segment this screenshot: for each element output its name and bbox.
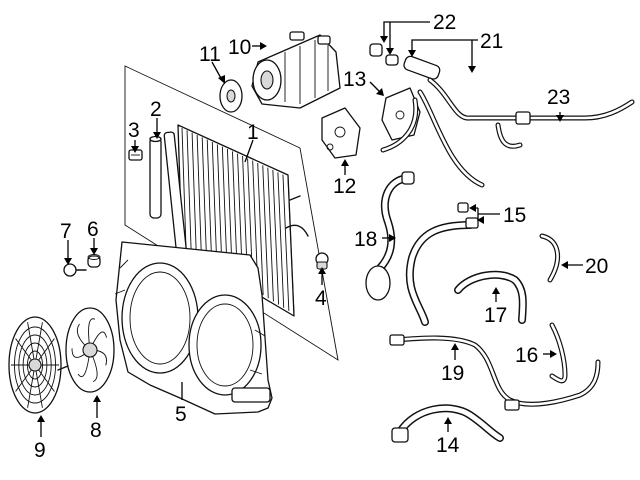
ac-line-23: [380, 77, 635, 188]
condenser-fin: [267, 167, 274, 302]
condenser-fin: [282, 174, 290, 311]
leader-lines: [37, 21, 583, 437]
ac-line-19: [389, 334, 601, 411]
callout-10: 10: [228, 36, 251, 59]
condenser-fin: [211, 141, 218, 267]
callout-15: 15: [503, 204, 526, 227]
ac-hose-17: [454, 270, 527, 324]
condenser-fin: [181, 127, 187, 249]
callout-9: 9: [34, 439, 46, 462]
fan-guard-spoke: [34, 364, 43, 408]
receiver-drier: [149, 135, 162, 219]
callout-6: 6: [87, 218, 99, 241]
callout-11: 11: [199, 43, 221, 66]
cap-22a: [369, 43, 383, 57]
callout-3: 3: [128, 119, 140, 142]
pressure-switch: [315, 252, 329, 270]
callout-5: 5: [175, 403, 187, 426]
bolt: [63, 263, 87, 277]
callout-21: 21: [480, 30, 503, 53]
callout-18: 18: [354, 228, 377, 251]
callout-16: 16: [515, 344, 538, 367]
condenser-outlet-pipe: [285, 224, 309, 237]
service-caps: [369, 43, 441, 80]
condenser-fin: [216, 144, 223, 271]
callout-labels: 1 2 3 4 5 6 7 8 9 10 11 12 13 14 15 16 1…: [34, 11, 608, 462]
fan-guard-spoke: [34, 322, 43, 366]
condenser-fins: [181, 127, 295, 315]
callout-1: 1: [247, 121, 259, 144]
callout-20: 20: [585, 255, 608, 278]
condenser-fin: [196, 134, 202, 258]
fan-hub: [82, 342, 98, 358]
valve-block-21: [403, 55, 441, 80]
drier-body: [149, 137, 162, 219]
ac-line-16: [549, 322, 568, 384]
ac-line-20: [539, 233, 560, 283]
callout-12: 12: [333, 175, 356, 198]
condenser-bracket: [289, 195, 301, 201]
fan-shroud: [114, 241, 273, 415]
compressor-clutch: [219, 79, 243, 113]
callout-19: 19: [441, 362, 464, 385]
ac-hose-14: [391, 404, 504, 443]
condenser-fin: [277, 172, 285, 308]
cap-22b: [385, 54, 399, 66]
callout-8: 8: [90, 419, 102, 442]
fan-motor-guard: [8, 316, 69, 414]
condenser-fin: [191, 132, 197, 255]
callout-17: 17: [484, 304, 507, 327]
compressor: [251, 31, 341, 109]
callout-2: 2: [150, 98, 162, 121]
fan-guard-spoke: [27, 364, 36, 408]
shroud-ring-left: [121, 262, 199, 374]
fan-blade: [65, 307, 115, 393]
condenser-fin: [257, 162, 264, 296]
condenser-fin: [262, 165, 269, 299]
condenser-fin: [206, 139, 213, 264]
callout-7: 7: [60, 220, 72, 243]
accumulator: [365, 265, 391, 301]
o-ring-fitting-15: [457, 202, 469, 213]
callout-4: 4: [315, 287, 327, 310]
condenser-fin: [272, 169, 280, 305]
condenser-fin: [186, 130, 192, 252]
callout-14: 14: [436, 434, 460, 457]
condenser-panel-outline: [124, 65, 339, 361]
callout-13: 13: [343, 68, 366, 91]
ac-hose-15: [405, 202, 479, 326]
condenser-assembly: [124, 65, 339, 361]
fan-guard-spoke: [27, 322, 36, 366]
condenser-fin: [287, 176, 295, 315]
mounting-bracket-12: [321, 107, 361, 159]
condenser-fin: [201, 137, 208, 261]
callout-23: 23: [547, 86, 570, 109]
ac-hose-18: [365, 171, 415, 301]
grommet: [87, 254, 101, 268]
fan-motor-hub: [28, 358, 42, 372]
shroud-ring-right: [188, 294, 262, 396]
callout-22: 22: [433, 11, 456, 34]
drier-cap: [149, 135, 162, 143]
